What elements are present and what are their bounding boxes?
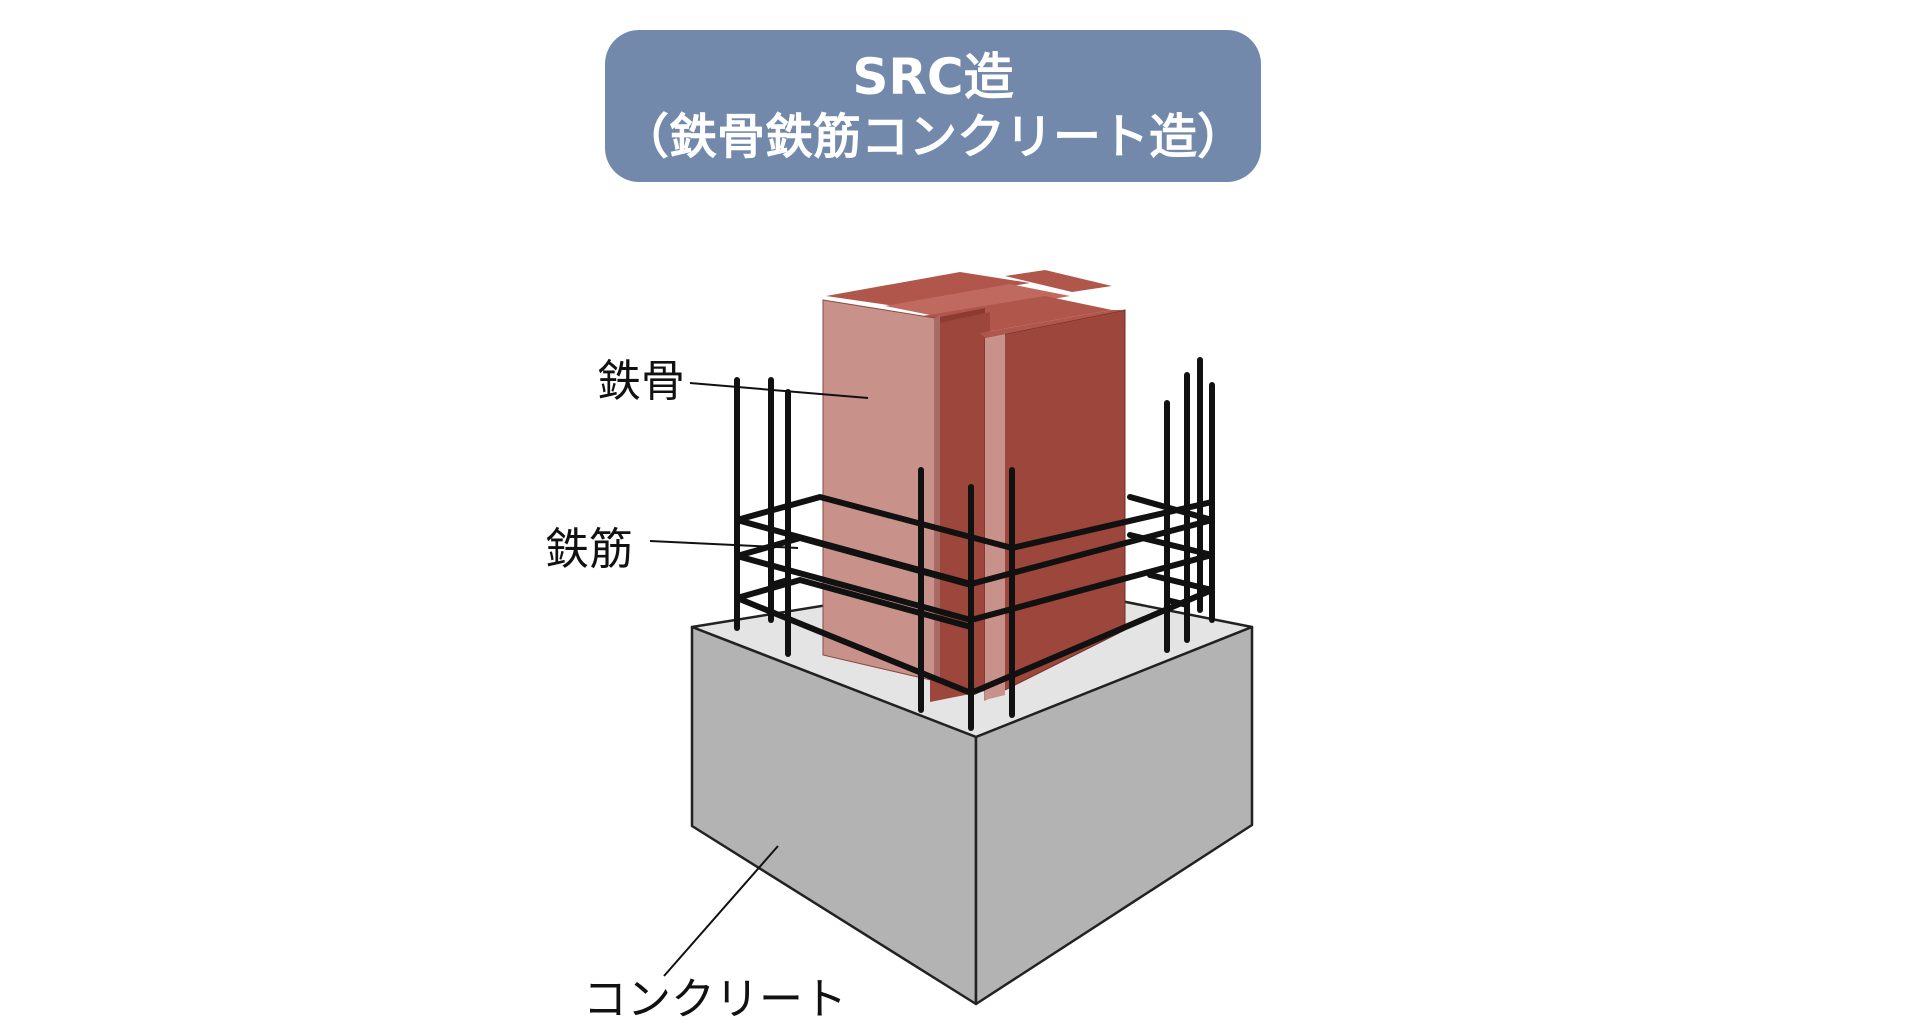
rebar-tie bbox=[768, 577, 791, 588]
steel-right-flange-top bbox=[980, 310, 1125, 338]
leader-steel bbox=[689, 382, 869, 399]
rebar-hoop bbox=[734, 535, 974, 588]
rebar-hoop bbox=[734, 494, 1215, 551]
label-steel-frame: 鉄骨 bbox=[597, 356, 685, 407]
steel-top-back-flange bbox=[826, 272, 1030, 306]
rebar-tie bbox=[1164, 597, 1190, 608]
title-banner: SRC造 （鉄骨鉄筋コンクリート造） bbox=[605, 30, 1261, 182]
label-concrete: コンクリート bbox=[583, 974, 847, 1025]
steel-right-flange-edge bbox=[985, 334, 1005, 700]
title-main: SRC造 bbox=[852, 48, 1014, 106]
rebar-hoop bbox=[734, 552, 1215, 623]
steel-left-flange-edge bbox=[935, 315, 940, 681]
concrete-right-face bbox=[974, 625, 1254, 1006]
rebar-hoop bbox=[734, 587, 1215, 696]
rebar-hoop bbox=[1147, 572, 1215, 593]
leader-rebar bbox=[649, 540, 799, 549]
title-sub: （鉄骨鉄筋コンクリート造） bbox=[620, 109, 1245, 165]
label-rebar: 鉄筋 bbox=[545, 524, 633, 575]
steel-top-right-flange bbox=[1005, 270, 1112, 292]
leader-concrete bbox=[663, 845, 779, 977]
leader-lines bbox=[649, 382, 869, 977]
steel-top-web bbox=[885, 284, 1070, 318]
rebar-cage bbox=[734, 377, 1215, 731]
rebar-hoop bbox=[734, 577, 974, 630]
rebar-hoop bbox=[1127, 494, 1215, 523]
steel-web-face bbox=[930, 312, 990, 702]
rebar-hoop bbox=[1127, 532, 1215, 558]
